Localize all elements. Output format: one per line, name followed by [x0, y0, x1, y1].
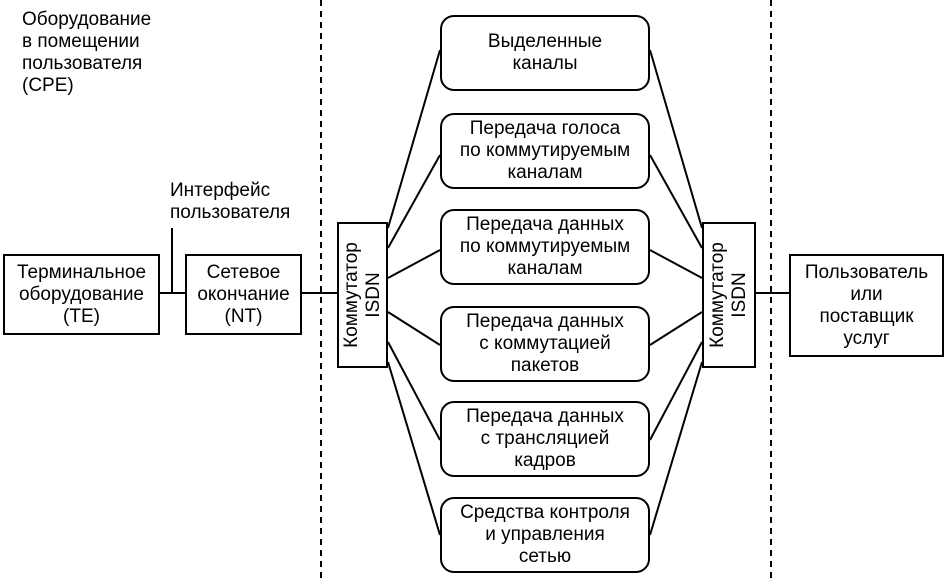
fan-right-6 — [649, 361, 703, 536]
isdn-switch-right: Коммутатор ISDN — [702, 222, 756, 368]
fan-left-2 — [387, 154, 441, 249]
cpe-label: Оборудование в помещении пользователя (C… — [22, 9, 152, 96]
service-label-5: Передача данных с трансляцией кадров — [466, 406, 624, 471]
service-box-5: Передача данных с трансляцией кадров — [440, 401, 650, 477]
isdn-switch-left: Коммутатор ISDN — [337, 222, 388, 368]
service-label-2: Передача голоса по коммутируемым каналам — [459, 118, 631, 183]
service-label-6: Средства контроля и управления сетью — [460, 502, 630, 567]
interface-label: Интерфейс пользователя — [170, 180, 291, 223]
nt-box: Сетевое окончание (NT) — [185, 254, 302, 335]
fan-left-3 — [387, 249, 441, 279]
isdn-switch-right-label: Коммутатор ISDN — [707, 242, 751, 348]
fan-right-2 — [649, 154, 703, 249]
fan-left-4 — [387, 311, 441, 346]
service-box-1: Выделенные каналы — [440, 15, 650, 91]
service-label-3: Передача данных по коммутируемым каналам — [459, 214, 631, 279]
provider-box-label: Пользователь или поставщик услуг — [804, 261, 929, 349]
fan-right-4 — [649, 311, 703, 346]
service-box-6: Средства контроля и управления сетью — [440, 497, 650, 573]
fan-right-1 — [649, 49, 703, 229]
service-label-4: Передача данных с коммутацией пакетов — [466, 311, 624, 376]
service-box-4: Передача данных с коммутацией пакетов — [440, 306, 650, 382]
service-label-1: Выделенные каналы — [487, 31, 603, 74]
te-box: Терминальное оборудование (TE) — [3, 254, 160, 335]
fan-right-3 — [649, 249, 703, 279]
fan-left-1 — [387, 49, 441, 229]
nt-box-label: Сетевое окончание (NT) — [197, 261, 290, 327]
te-box-label: Терминальное оборудование (TE) — [16, 261, 147, 327]
fan-left-6 — [387, 361, 441, 536]
provider-box: Пользователь или поставщик услуг — [789, 254, 944, 357]
service-box-3: Передача данных по коммутируемым каналам — [440, 209, 650, 285]
service-box-2: Передача голоса по коммутируемым каналам — [440, 113, 650, 189]
isdn-switch-left-label: Коммутатор ISDN — [340, 242, 384, 348]
fan-right-5 — [649, 341, 703, 441]
fan-left-5 — [387, 341, 441, 441]
